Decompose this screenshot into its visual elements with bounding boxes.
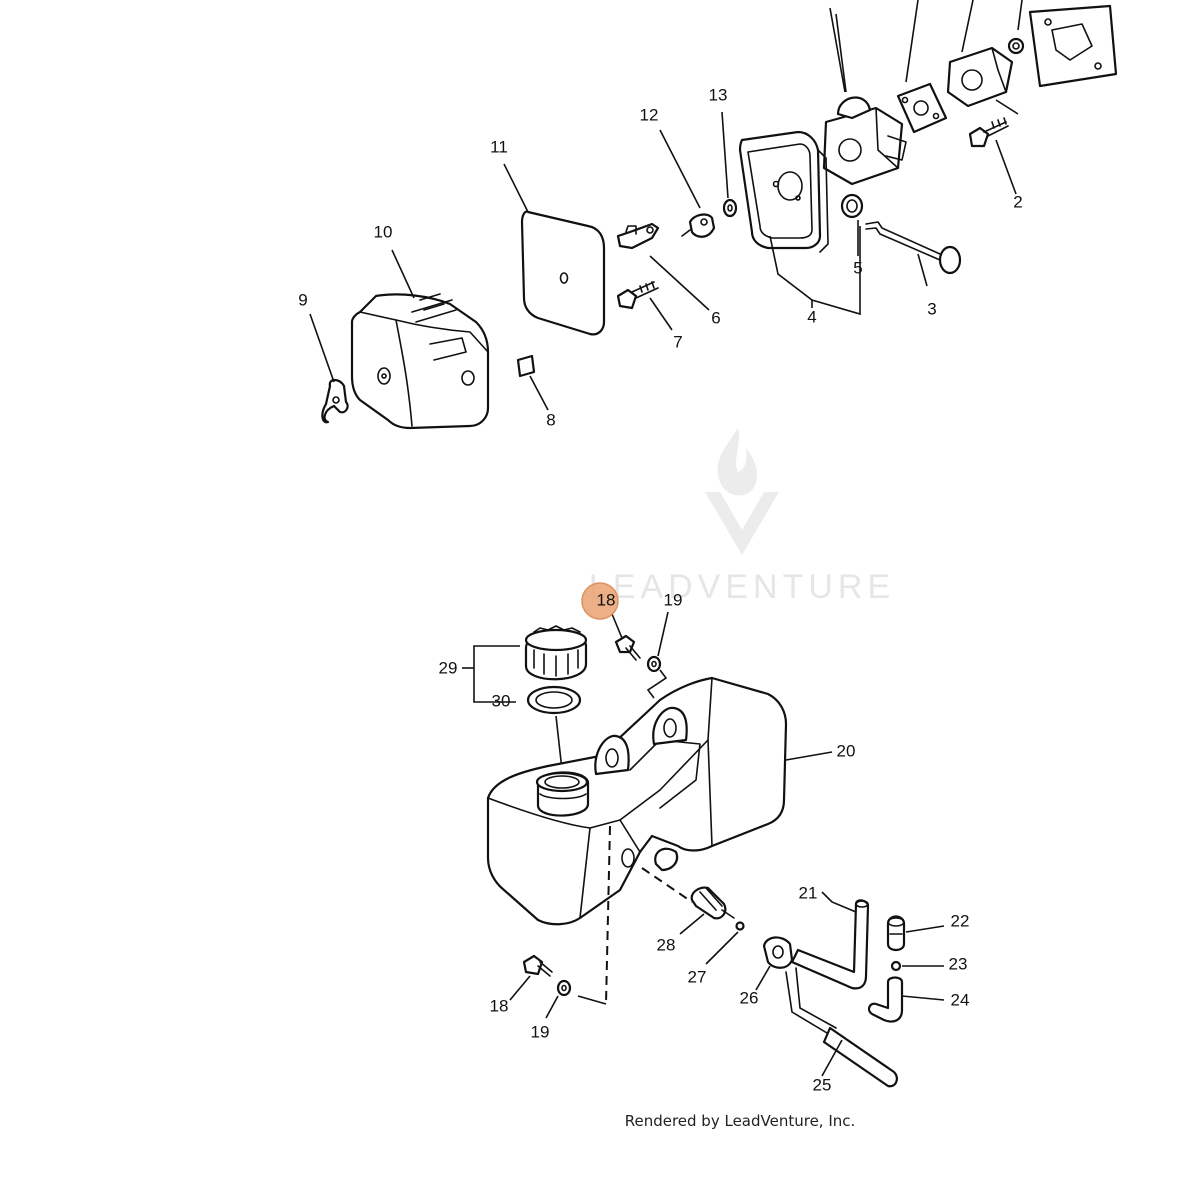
fuel-line-connector-part[interactable]: [735, 921, 745, 931]
callout-18-bottom[interactable]: 18: [490, 996, 509, 1015]
callout-8[interactable]: 8: [546, 410, 555, 429]
callout-2[interactable]: 2: [1013, 192, 1022, 211]
check-valve-part[interactable]: [890, 960, 902, 972]
tank-washer-bottom-part[interactable]: [556, 979, 572, 997]
footer-credit: Rendered by LeadVenture, Inc.: [625, 1112, 856, 1130]
callout-24[interactable]: 24: [951, 990, 970, 1009]
air-cleaner-assembly: [309, 0, 1118, 430]
callout-13[interactable]: 13: [709, 85, 728, 104]
callout-22[interactable]: 22: [951, 911, 970, 930]
callout-21[interactable]: 21: [799, 883, 818, 902]
callout-25[interactable]: 25: [813, 1075, 832, 1094]
choke-plate-part[interactable]: [681, 213, 716, 238]
callout-9[interactable]: 9: [298, 290, 307, 309]
callout-3[interactable]: 3: [927, 299, 936, 318]
callout-29[interactable]: 29: [439, 658, 458, 677]
callout-labels: 2 3 4 5 6 7 8 9 10 11 12 13 18 19 20 29 …: [298, 85, 1022, 1094]
carburetor-part[interactable]: [822, 96, 907, 186]
primer-bulb-part[interactable]: [886, 915, 906, 952]
callout-26[interactable]: 26: [740, 988, 759, 1007]
callout-23[interactable]: 23: [949, 954, 968, 973]
primer-hose-part[interactable]: [867, 976, 904, 1023]
fuel-tank-assembly: [462, 611, 945, 1088]
carb-gasket-part[interactable]: [896, 82, 948, 134]
nut-part[interactable]: [1007, 37, 1025, 55]
tank-washer-top-part[interactable]: [646, 655, 662, 673]
intake-gasket-part[interactable]: [1028, 4, 1118, 88]
fuel-cap-part[interactable]: [524, 625, 588, 681]
tank-screw-bottom-part[interactable]: [522, 954, 553, 977]
wing-nut-part[interactable]: [321, 378, 349, 424]
leadventure-watermark: LEADVENTURE: [589, 428, 895, 606]
air-filter-element-part[interactable]: [520, 210, 606, 336]
callout-20[interactable]: 20: [837, 741, 856, 760]
callout-11[interactable]: 11: [490, 137, 508, 156]
insulator-block-part[interactable]: [946, 46, 1014, 108]
watermark-brand: LEADVENTURE: [589, 568, 895, 606]
callout-19-top[interactable]: 19: [664, 590, 683, 609]
tank-screw-top-part[interactable]: [614, 634, 641, 661]
fuel-tank-part[interactable]: [486, 676, 788, 926]
callout-4[interactable]: 4: [807, 307, 816, 326]
callout-6[interactable]: 6: [711, 308, 720, 327]
callout-5[interactable]: 5: [853, 258, 862, 277]
choke-rod-part[interactable]: [865, 221, 962, 275]
callout-18-top[interactable]: 18: [597, 590, 616, 609]
highlighted-callout-marker[interactable]: [581, 582, 619, 620]
callout-28[interactable]: 28: [657, 935, 676, 954]
choke-lever-part[interactable]: [616, 222, 660, 250]
callout-12[interactable]: 12: [640, 105, 659, 124]
air-filter-cover-part[interactable]: [350, 293, 490, 430]
fuel-filter-part[interactable]: [690, 886, 735, 920]
callout-27[interactable]: 27: [688, 967, 707, 986]
callout-30[interactable]: 30: [492, 691, 511, 710]
grommet-part[interactable]: [840, 193, 864, 219]
air-filter-base-part[interactable]: [738, 130, 829, 253]
cover-screw-part[interactable]: [616, 281, 659, 310]
fuel-line-part[interactable]: [790, 899, 870, 990]
flame-icon: [717, 428, 758, 496]
washer-part[interactable]: [722, 198, 738, 218]
cap-gasket-part[interactable]: [526, 685, 582, 715]
tank-grommet-part[interactable]: [762, 936, 794, 969]
callout-7[interactable]: 7: [673, 332, 682, 351]
return-line-part[interactable]: [785, 967, 898, 1088]
callout-10[interactable]: 10: [374, 222, 393, 241]
pad-part[interactable]: [516, 354, 536, 378]
v-logo-icon: [705, 492, 779, 555]
callout-19-bottom[interactable]: 19: [531, 1022, 550, 1041]
carb-screw-part[interactable]: [968, 117, 1009, 148]
